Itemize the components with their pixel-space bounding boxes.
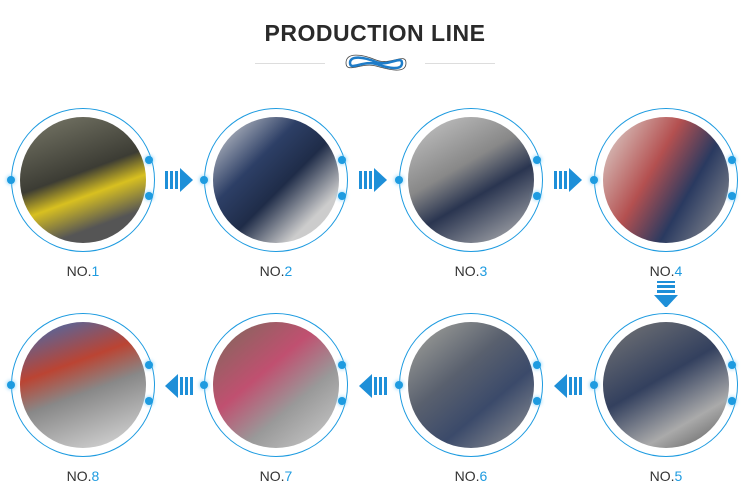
arrow-left-icon <box>359 374 387 398</box>
arrow-down-icon <box>654 281 678 307</box>
ring-dot <box>338 361 346 369</box>
ring-dot <box>7 381 15 389</box>
step-7 <box>200 313 348 457</box>
step-label: NO.5 <box>594 468 738 484</box>
arrow-right-icon <box>165 168 193 192</box>
ring-dot <box>145 156 153 164</box>
step-photo <box>213 117 339 243</box>
label-number: 2 <box>284 263 293 279</box>
label-prefix: NO. <box>649 468 675 484</box>
ring-dot <box>395 176 403 184</box>
step-photo <box>20 322 146 448</box>
label-prefix: NO. <box>454 468 480 484</box>
label-number: 1 <box>91 263 100 279</box>
infinity-ornament-icon <box>345 54 407 71</box>
ring-dot <box>145 192 153 200</box>
step-label: NO.4 <box>594 263 738 279</box>
step-3 <box>395 108 543 252</box>
step-label: NO.8 <box>11 468 155 484</box>
step-label: NO.7 <box>204 468 348 484</box>
ring-dot <box>395 381 403 389</box>
page-title: PRODUCTION LINE <box>264 20 486 46</box>
step-photo <box>213 322 339 448</box>
ring-dot <box>145 361 153 369</box>
step-label: NO.2 <box>204 263 348 279</box>
ring-dot <box>728 192 736 200</box>
arrow-right-icon <box>554 168 582 192</box>
step-photo <box>408 322 534 448</box>
label-number: 3 <box>479 263 488 279</box>
step-photo <box>408 117 534 243</box>
arrow-left-icon <box>554 374 582 398</box>
ring-dot <box>338 397 346 405</box>
ring-dot <box>533 192 541 200</box>
ring-dot <box>728 397 736 405</box>
label-prefix: NO. <box>259 468 285 484</box>
step-1 <box>7 108 155 252</box>
label-prefix: NO. <box>66 468 92 484</box>
divider-left <box>255 63 325 64</box>
step-photo <box>603 117 729 243</box>
ring-dot <box>533 361 541 369</box>
ring-dot <box>590 381 598 389</box>
ring-dot <box>533 397 541 405</box>
step-5 <box>590 313 738 457</box>
ring-dot <box>200 176 208 184</box>
ring-dot <box>7 176 15 184</box>
step-label: NO.3 <box>399 263 543 279</box>
divider-right <box>425 63 495 64</box>
arrow-right-icon <box>359 168 387 192</box>
step-8 <box>7 313 155 457</box>
label-prefix: NO. <box>454 263 480 279</box>
label-number: 8 <box>91 468 100 484</box>
step-photo <box>603 322 729 448</box>
ring-dot <box>590 176 598 184</box>
ring-dot <box>338 156 346 164</box>
label-prefix: NO. <box>259 263 285 279</box>
step-label: NO.1 <box>11 263 155 279</box>
label-number: 5 <box>674 468 683 484</box>
ring-dot <box>728 361 736 369</box>
label-number: 7 <box>284 468 293 484</box>
step-label: NO.6 <box>399 468 543 484</box>
ring-dot <box>533 156 541 164</box>
step-photo <box>20 117 146 243</box>
ring-dot <box>145 397 153 405</box>
label-number: 6 <box>479 468 488 484</box>
step-6 <box>395 313 543 457</box>
step-4 <box>590 108 738 252</box>
label-prefix: NO. <box>66 263 92 279</box>
label-number: 4 <box>674 263 683 279</box>
label-prefix: NO. <box>649 263 675 279</box>
ring-dot <box>200 381 208 389</box>
step-2 <box>200 108 348 252</box>
ring-dot <box>338 192 346 200</box>
ring-dot <box>728 156 736 164</box>
arrow-left-icon <box>165 374 193 398</box>
